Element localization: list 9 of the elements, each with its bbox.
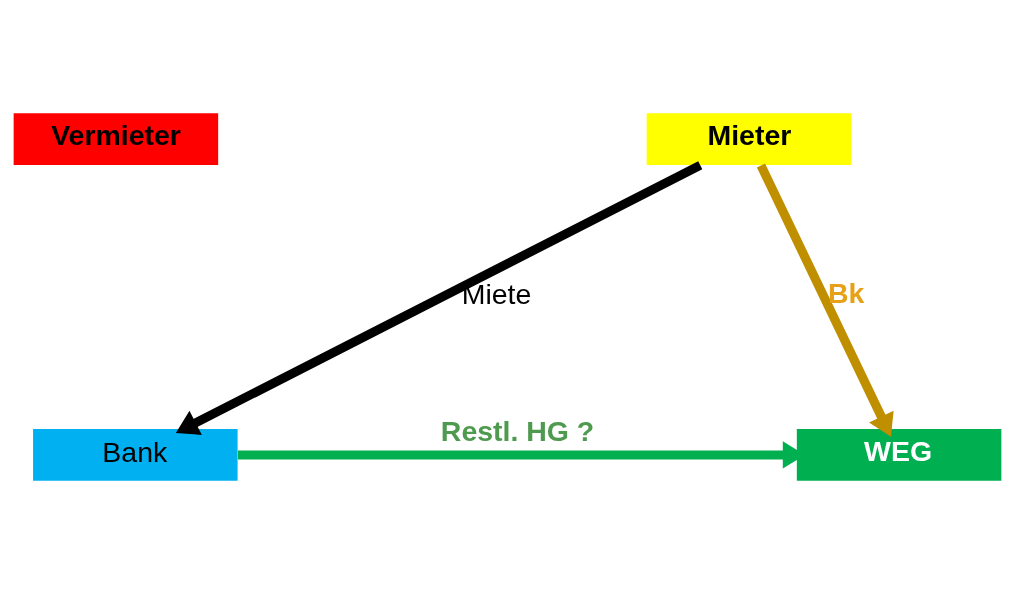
- arrow: [756, 163, 894, 437]
- edge-label: Bk: [827, 276, 865, 309]
- node-box: WEG: [796, 428, 1002, 481]
- edge-label: Miete: [461, 277, 532, 310]
- node-box: Bank: [33, 428, 238, 481]
- node-box: Vermieter: [13, 112, 219, 165]
- arrow: [175, 160, 703, 435]
- edge-label: Restl. HG ?: [440, 414, 595, 447]
- node-box: Mieter: [646, 112, 852, 165]
